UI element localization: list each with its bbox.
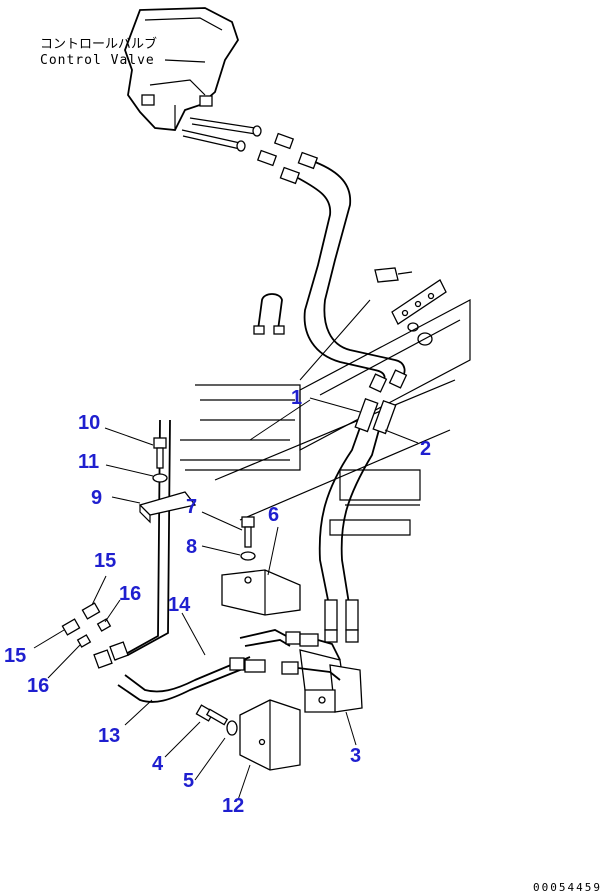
callout-8: 8 [186,536,197,558]
lower-pipes [93,419,341,703]
bracket-12 [239,699,301,771]
upper-hoses [297,161,408,393]
callout-2: 2 [420,438,431,460]
callout-15a: 15 [94,550,116,572]
fittings-upper [256,132,319,185]
u-bolt-clamp [253,293,285,335]
bolt-10 [152,437,168,483]
control-valve-label-en: Control Valve [40,53,155,68]
bracket-6 [221,569,301,616]
callout-15b: 15 [4,645,26,667]
callout-13: 13 [98,725,120,747]
clamp-9 [138,491,197,524]
callout-16b: 16 [27,675,49,697]
callout-9: 9 [91,487,102,509]
callout-12: 12 [222,795,244,817]
control-valve-label-jp: コントロールバルブ [40,36,157,52]
leader-lines [33,299,419,801]
bolt-4 [195,704,238,736]
callout-1: 1 [291,387,302,409]
document-number: 00054459 [533,881,602,894]
valve-pipes [181,117,262,152]
valve-block [299,649,363,713]
callout-4: 4 [152,753,164,775]
bolt-7 [240,516,256,561]
callout-16a: 16 [119,583,141,605]
callout-10: 10 [78,412,100,434]
callout-14: 14 [168,594,191,616]
callout-5: 5 [183,770,194,792]
callout-3: 3 [350,745,361,767]
hoses-1-2 [318,398,397,643]
fittings-15-16 [61,602,112,648]
callout-6: 6 [268,504,279,526]
callout-11: 11 [78,451,99,473]
callout-7: 7 [186,496,197,518]
control-valve [124,7,239,131]
